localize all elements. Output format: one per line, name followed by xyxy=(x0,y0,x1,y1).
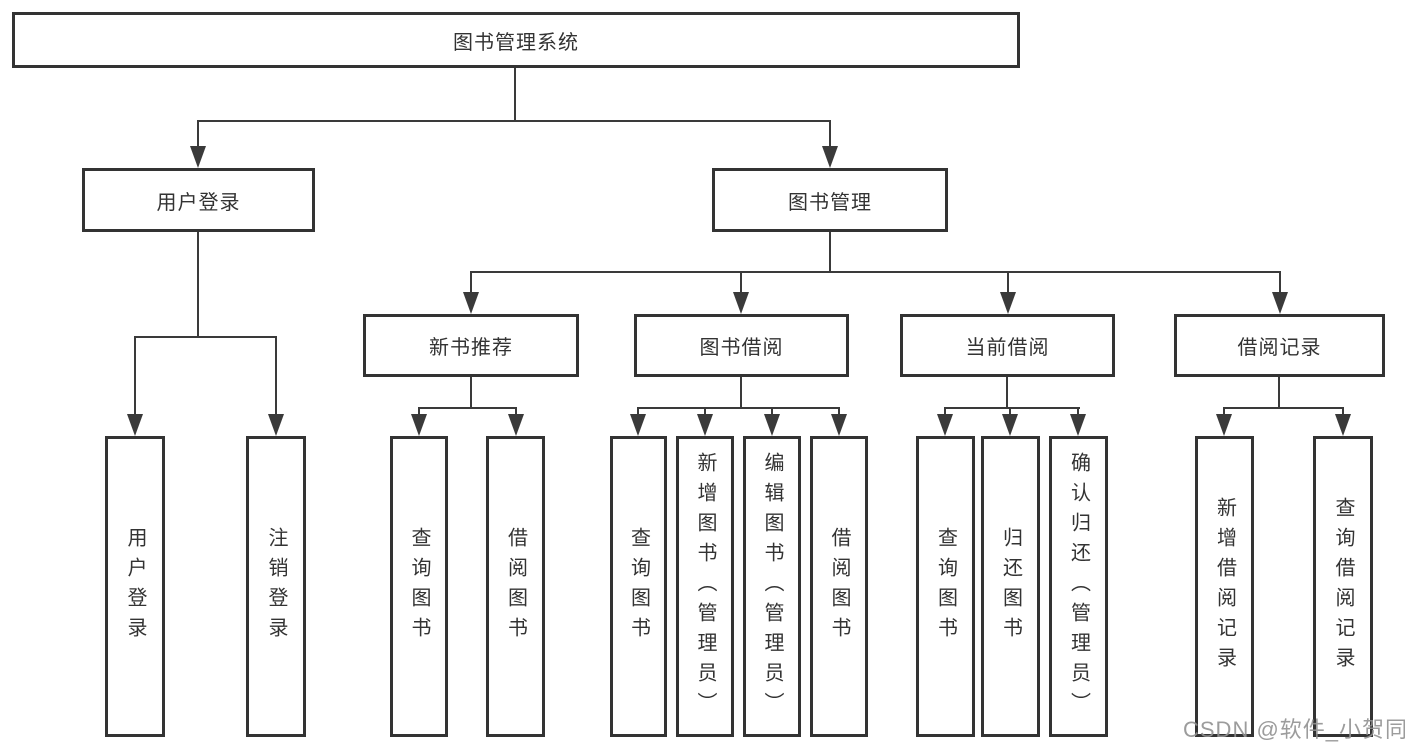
node-label: 用户登录 xyxy=(156,191,241,214)
node-user-login-branch: 用户登录 xyxy=(82,168,315,232)
arrowhead-down-icon xyxy=(1002,414,1018,436)
leaf-label: 注销登录 xyxy=(265,526,287,647)
arrowhead-down-icon xyxy=(1272,292,1288,314)
node-book-borrow: 图书借阅 xyxy=(634,314,849,377)
connector-line xyxy=(1278,377,1280,407)
leaf-label: 查询图书 xyxy=(627,526,650,647)
node-root-label: 图书管理系统 xyxy=(453,31,579,54)
arrowhead-down-icon xyxy=(937,414,953,436)
arrowhead-down-icon xyxy=(268,414,284,436)
connector-line xyxy=(197,232,199,336)
connector-line xyxy=(418,407,517,409)
connector-line xyxy=(1223,407,1344,409)
arrowhead-down-icon xyxy=(190,146,206,168)
connector-line xyxy=(944,407,1080,409)
node-label: 借阅记录 xyxy=(1237,337,1322,359)
connector-line xyxy=(771,407,773,417)
connector-line xyxy=(1007,271,1009,294)
connector-line xyxy=(637,407,639,417)
connector-line xyxy=(134,336,136,416)
leaf-borrow-books-2: 借阅图书 xyxy=(810,436,868,737)
arrowhead-down-icon xyxy=(733,292,749,314)
arrowhead-down-icon xyxy=(630,414,646,436)
node-root: 图书管理系统 xyxy=(12,12,1020,68)
connector-line xyxy=(514,68,516,120)
connector-line xyxy=(1009,407,1011,417)
node-label: 图书管理 xyxy=(788,191,872,214)
node-label: 图书借阅 xyxy=(699,337,784,359)
connector-line xyxy=(134,336,277,338)
arrowhead-down-icon xyxy=(1000,292,1016,314)
node-new-book-recommend: 新书推荐 xyxy=(363,314,579,377)
arrowhead-down-icon xyxy=(1335,414,1351,436)
leaf-confirm-return-admin: 确认归还（管理员） xyxy=(1049,436,1108,737)
arrowhead-down-icon xyxy=(697,414,713,436)
arrowhead-down-icon xyxy=(1070,414,1086,436)
leaf-query-books-2: 查询图书 xyxy=(610,436,667,737)
leaf-label: 借阅图书 xyxy=(504,526,527,647)
node-label: 新书推荐 xyxy=(429,337,513,359)
connector-line xyxy=(1223,407,1225,417)
leaf-return-book: 归还图书 xyxy=(981,436,1040,737)
node-borrow-records: 借阅记录 xyxy=(1174,314,1385,377)
connector-line xyxy=(275,336,277,416)
connector-line xyxy=(470,377,472,407)
leaf-label: 新增图书（管理员） xyxy=(694,451,716,722)
connector-line xyxy=(515,407,517,417)
leaf-add-borrow-record: 新增借阅记录 xyxy=(1195,436,1254,737)
leaf-query-borrow-record: 查询借阅记录 xyxy=(1313,436,1373,737)
connector-line xyxy=(704,407,706,417)
connector-line xyxy=(944,407,946,417)
leaf-label: 查询借阅记录 xyxy=(1332,496,1354,677)
leaf-add-book-admin: 新增图书（管理员） xyxy=(676,436,734,737)
leaf-borrow-books-1: 借阅图书 xyxy=(486,436,545,737)
node-current-borrow: 当前借阅 xyxy=(900,314,1115,377)
leaf-label: 查询图书 xyxy=(934,526,957,647)
connector-line xyxy=(1279,271,1281,294)
leaf-label: 用户登录 xyxy=(124,526,146,647)
arrowhead-down-icon xyxy=(463,292,479,314)
connector-line xyxy=(470,271,472,294)
leaf-label: 新增借阅记录 xyxy=(1213,496,1236,677)
leaf-query-books-3: 查询图书 xyxy=(916,436,975,737)
connector-line xyxy=(197,120,831,122)
leaf-label: 借阅图书 xyxy=(828,526,850,647)
leaf-logout: 注销登录 xyxy=(246,436,306,737)
node-book-management-branch: 图书管理 xyxy=(712,168,948,232)
leaf-label: 确认归还（管理员） xyxy=(1067,451,1090,722)
leaf-label: 查询图书 xyxy=(408,526,430,647)
connector-line xyxy=(829,232,831,271)
connector-line xyxy=(740,271,742,294)
leaf-edit-book-admin: 编辑图书（管理员） xyxy=(743,436,801,737)
arrowhead-down-icon xyxy=(764,414,780,436)
connector-line xyxy=(1077,407,1079,417)
arrowhead-down-icon xyxy=(1216,414,1232,436)
arrowhead-down-icon xyxy=(127,414,143,436)
leaf-label: 编辑图书（管理员） xyxy=(761,451,783,722)
connector-line xyxy=(1342,407,1344,417)
arrowhead-down-icon xyxy=(508,414,524,436)
node-label: 当前借阅 xyxy=(965,337,1050,359)
arrowhead-down-icon xyxy=(822,146,838,168)
connector-line xyxy=(418,407,420,417)
leaf-query-books-1: 查询图书 xyxy=(390,436,448,737)
connector-line xyxy=(838,407,840,417)
connector-line xyxy=(470,271,1281,273)
csdn-watermark: CSDN @软件_小贺同学 xyxy=(1183,717,1405,742)
connector-line xyxy=(829,120,831,148)
connector-line xyxy=(1006,377,1008,407)
leaf-label: 归还图书 xyxy=(999,526,1022,647)
leaf-user-login: 用户登录 xyxy=(105,436,165,737)
connector-line xyxy=(740,377,742,407)
arrowhead-down-icon xyxy=(831,414,847,436)
arrowhead-down-icon xyxy=(411,414,427,436)
connector-line xyxy=(637,407,840,409)
connector-line xyxy=(197,120,199,148)
